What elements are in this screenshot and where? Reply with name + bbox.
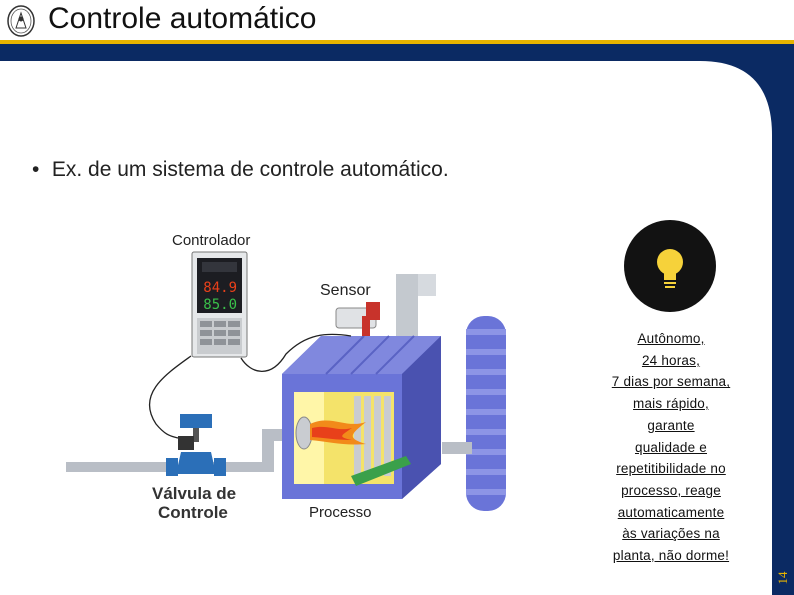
process-furnace (282, 335, 441, 499)
controller-label: Controlador (172, 232, 250, 249)
control-valve (166, 414, 226, 476)
note-line: planta, não dorme! (612, 548, 730, 564)
note-line: garante (647, 417, 695, 433)
sensor-device (335, 302, 380, 336)
university-seal-icon (7, 5, 35, 37)
note-line: Autônomo, (637, 331, 705, 346)
header-gold-line (0, 40, 794, 44)
controller-unit: 84.9 85.0 (191, 251, 248, 358)
note-line: às variações na (622, 526, 720, 542)
exhaust-pipe (396, 274, 436, 354)
stack-column (442, 316, 506, 511)
sensor-label: Sensor (320, 282, 371, 299)
bullet-text: • Ex. de um sistema de controle automáti… (32, 158, 449, 182)
note-line: 7 dias por semana, (611, 374, 731, 390)
header-navy-band (0, 44, 794, 61)
page-number: 14 (775, 571, 790, 585)
valve-label-line1: Válvula de (152, 484, 236, 503)
note-line: automaticamente (617, 504, 725, 520)
process-label: Processo (309, 504, 372, 521)
controller-sp-readout: 85.0 (203, 297, 237, 313)
note-line: qualidade e (634, 439, 707, 455)
note-line: repetitibilidade no (616, 461, 726, 477)
lightbulb-icon (624, 220, 716, 312)
note-line: mais rápido, (633, 396, 709, 412)
bullet-dot: • (32, 158, 40, 181)
bullet-label: Ex. de um sistema de controle automático… (51, 158, 449, 181)
benefits-note: Autônomo, 24 horas, 7 dias por semana, m… (596, 328, 746, 567)
control-system-diagram: 84.9 85.0 Controlador Sensor Válvula de … (66, 232, 506, 522)
note-line: processo, reage (621, 482, 721, 498)
page-title: Controle automático (48, 2, 317, 35)
controller-pv-readout: 84.9 (203, 280, 237, 296)
note-line: 24 horas, (641, 352, 701, 368)
valve-label-line2: Controle (158, 503, 228, 522)
